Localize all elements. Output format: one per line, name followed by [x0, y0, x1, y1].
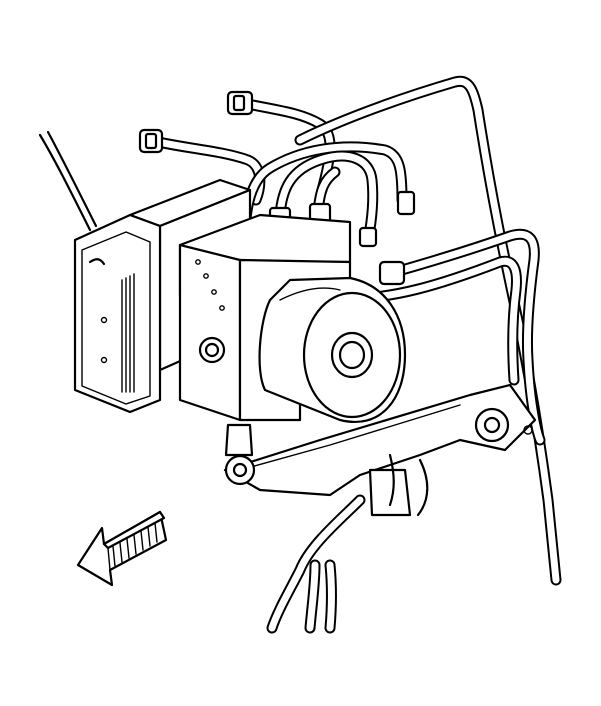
brake-line-bottom-3 [324, 559, 337, 634]
fitting-top [226, 90, 254, 116]
brake-line-right-2 [389, 228, 546, 446]
connector-pins [121, 273, 135, 393]
mount-stud-icon [224, 423, 254, 457]
mounting-bracket [223, 383, 537, 517]
pump-motor [258, 276, 407, 423]
fitting-block-4 [358, 226, 378, 248]
brake-line-bottom-2 [304, 559, 321, 634]
brake-lines [38, 75, 562, 634]
fitting-right-2 [378, 260, 406, 286]
wiring-harness-lead [38, 133, 92, 232]
fitting-right-1 [396, 190, 416, 216]
brake-line-bottom-1 [266, 494, 366, 634]
direction-arrow-icon [76, 510, 168, 587]
fitting-top-left [138, 128, 164, 154]
brake-line-mid-2 [274, 150, 379, 246]
brake-line-right-3 [339, 255, 522, 386]
